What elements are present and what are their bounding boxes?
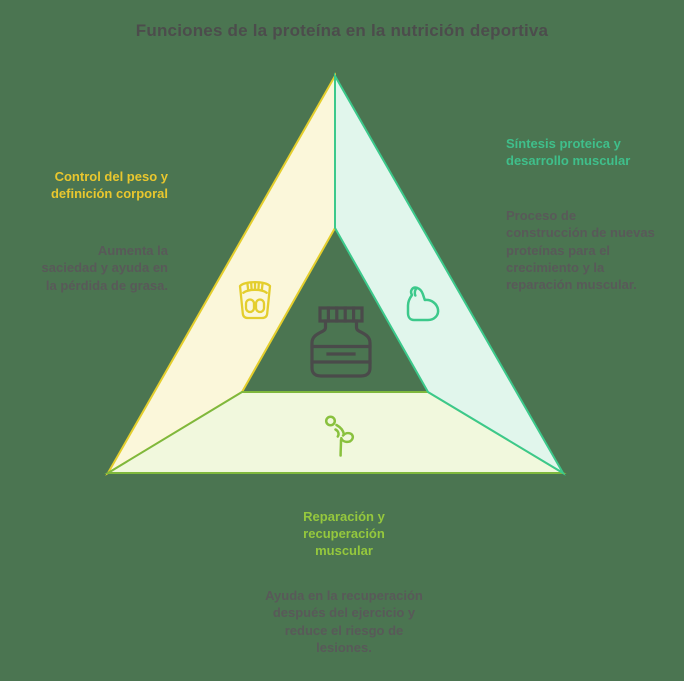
scale-icon [238,280,272,320]
protein-jar-icon [310,306,372,378]
protein-synthesis-band [334,72,566,476]
page-title: Funciones de la proteína en la nutrición… [135,21,549,40]
bicep-icon [406,286,440,322]
yoga-pose-icon [324,415,355,457]
